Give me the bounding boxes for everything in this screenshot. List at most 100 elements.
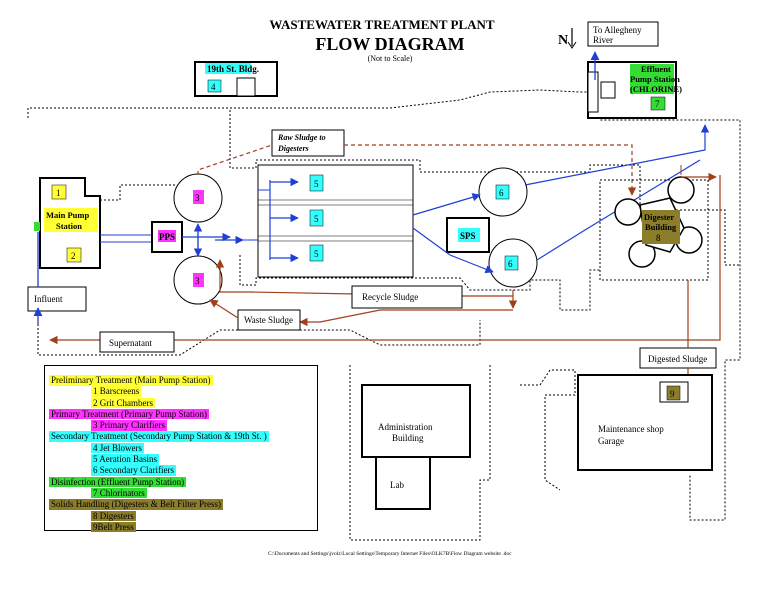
- legend-item: Solids Handling (Digesters & Belt Filter…: [45, 494, 317, 510]
- legend-item-text: 5 Aeration Basins: [91, 454, 159, 465]
- digester-top: [667, 176, 695, 204]
- legend-item: Preliminary Treatment (Main Pump Station…: [45, 370, 317, 386]
- legend-item-text: 2 Grit Chambers: [91, 397, 155, 409]
- legend-item: 4 Jet Blowers: [45, 438, 317, 454]
- digested-label: Digested Sludge: [648, 354, 707, 364]
- digester-num: 8: [656, 233, 661, 243]
- waste-pipe: [299, 309, 513, 327]
- waste-box: [237, 309, 301, 331]
- main-pump-green-mark: [34, 222, 40, 231]
- clarifier-3b-bg: [193, 273, 204, 287]
- property-boundary: [27, 89, 741, 521]
- sec-to-effluent: [524, 124, 710, 186]
- maint-num: 9: [670, 389, 675, 399]
- legend-item-text: Preliminary Treatment (Main Pump Station…: [49, 375, 213, 386]
- pps-label-bg: [158, 230, 176, 242]
- bldg-19th-st-label-bg: [205, 63, 251, 74]
- legend-item-text: Solids Handling (Digesters & Belt Filter…: [49, 499, 223, 510]
- legend-item-text: 8 Digesters: [91, 510, 136, 522]
- aer-5a-label: 5: [314, 179, 319, 189]
- recycle-label: Recycle Sludge: [362, 292, 418, 302]
- digester-label-bg: [642, 210, 680, 244]
- raw-sludge-line1: Raw Sludge to: [277, 133, 326, 142]
- digester-line2: Building: [645, 222, 677, 232]
- sec-6a-label: 6: [499, 188, 504, 198]
- sec-6b-label: 6: [508, 259, 513, 269]
- main-channel-loop: [100, 184, 175, 201]
- allegheny-line1: To Allegheny: [593, 25, 642, 35]
- effluent-line1: Effluent: [641, 64, 671, 74]
- allegheny-line2: River: [593, 35, 613, 45]
- effluent-chamber-a: [587, 71, 599, 113]
- digested-box: [639, 347, 717, 369]
- aer-5b-label: 5: [314, 214, 319, 224]
- bldg-19th-st-num: 4: [211, 82, 216, 92]
- effluent-label-bg: [630, 64, 674, 94]
- clarifier-3a-bg: [193, 190, 204, 204]
- admin-line2: Building: [392, 433, 424, 443]
- effluent-chamber-b: [600, 81, 616, 99]
- maint-line1: Maintenance shop: [598, 424, 664, 434]
- admin-line1: Administration: [378, 422, 433, 432]
- sps-label: SPS: [460, 231, 476, 241]
- legend-item-text: 9Belt Press: [91, 521, 136, 533]
- legend-item: 7 Chlorinators: [45, 483, 317, 499]
- legend-item: 2 Grit Chambers: [45, 393, 317, 409]
- influent-box: [27, 286, 87, 312]
- sec-bottom-to-effluent: [536, 159, 701, 261]
- bldg-19th-st-label: 19th St. Bldg.: [207, 64, 259, 74]
- legend-item: 8 Digesters: [45, 506, 317, 522]
- aer-to-sec-bottom: [412, 227, 494, 274]
- digester-line1: Digester: [644, 212, 674, 222]
- main-pump-n2-bg: [66, 247, 82, 263]
- legend-item-text: 4 Jet Blowers: [91, 442, 144, 454]
- legend-item-text: 1 Barscreens: [91, 386, 142, 397]
- effluent-line2: Pump Station: [630, 74, 680, 84]
- scale-note: (Not to Scale): [368, 54, 413, 63]
- allegheny-box: [587, 21, 659, 47]
- legend-item-text: Secondary Treatment (Secondary Pump Stat…: [49, 431, 269, 442]
- sps-label-bg: [458, 228, 480, 242]
- aer-5c-bg: [309, 244, 324, 262]
- legend-item-text: 6 Secondary Clarifiers: [91, 465, 176, 476]
- raw-sludge-line2: Digesters: [277, 144, 309, 153]
- maintenance-building: [577, 374, 713, 471]
- effluent-line3: (CHLORINE): [630, 84, 682, 94]
- pps-label: PPS: [159, 232, 175, 242]
- page-subtitle: FLOW DIAGRAM: [315, 34, 464, 54]
- legend-list: Preliminary Treatment (Main Pump Station…: [45, 370, 317, 533]
- north-arrow-head-icon: [567, 41, 577, 49]
- lab-label: Lab: [390, 480, 404, 490]
- recycle-pipe: [215, 259, 513, 297]
- raw-sludge-box: [271, 129, 345, 157]
- main-pump-n1-bg: [51, 184, 67, 200]
- legend-item: Primary Treatment (Primary Pump Station): [45, 404, 317, 420]
- admin-building: [361, 384, 471, 458]
- legend-item: 1 Barscreens: [45, 381, 317, 397]
- aer-5b-bg: [309, 209, 324, 227]
- sec-6b-bg: [504, 255, 519, 271]
- maint-num-bg: [666, 385, 681, 401]
- page-title: WASTEWATER TREATMENT PLANT: [269, 17, 494, 32]
- legend-item: 3 Primary Clarifiers: [45, 415, 317, 431]
- main-pump-line1: Main Pump: [46, 210, 89, 220]
- main-to-pps-channel: [100, 234, 152, 243]
- raw-sludge-pipe: [197, 144, 632, 195]
- legend-item: Disinfection (Effluent Pump Station): [45, 472, 317, 488]
- aer-5c-label: 5: [314, 249, 319, 259]
- recycle-box: [351, 285, 463, 309]
- lower-boundary: [239, 255, 600, 311]
- legend-item-text: 7 Chlorinators: [91, 487, 147, 499]
- legend-item-text: 3 Primary Clarifiers: [91, 420, 167, 431]
- digester-left: [614, 198, 642, 226]
- legend-box: Preliminary Treatment (Main Pump Station…: [44, 365, 318, 533]
- lab-building: [375, 456, 431, 510]
- bldg-19th-st-num-bg: [207, 79, 222, 93]
- effluent-num-bg: [650, 96, 666, 111]
- maint-line2: Garage: [598, 436, 624, 446]
- main-pump-label-bg: [44, 208, 98, 232]
- file-path: C:\Documents and Settings\jvolz\Local Se…: [268, 551, 512, 557]
- waste-to-primary: [209, 299, 239, 319]
- digester-area: [599, 179, 709, 281]
